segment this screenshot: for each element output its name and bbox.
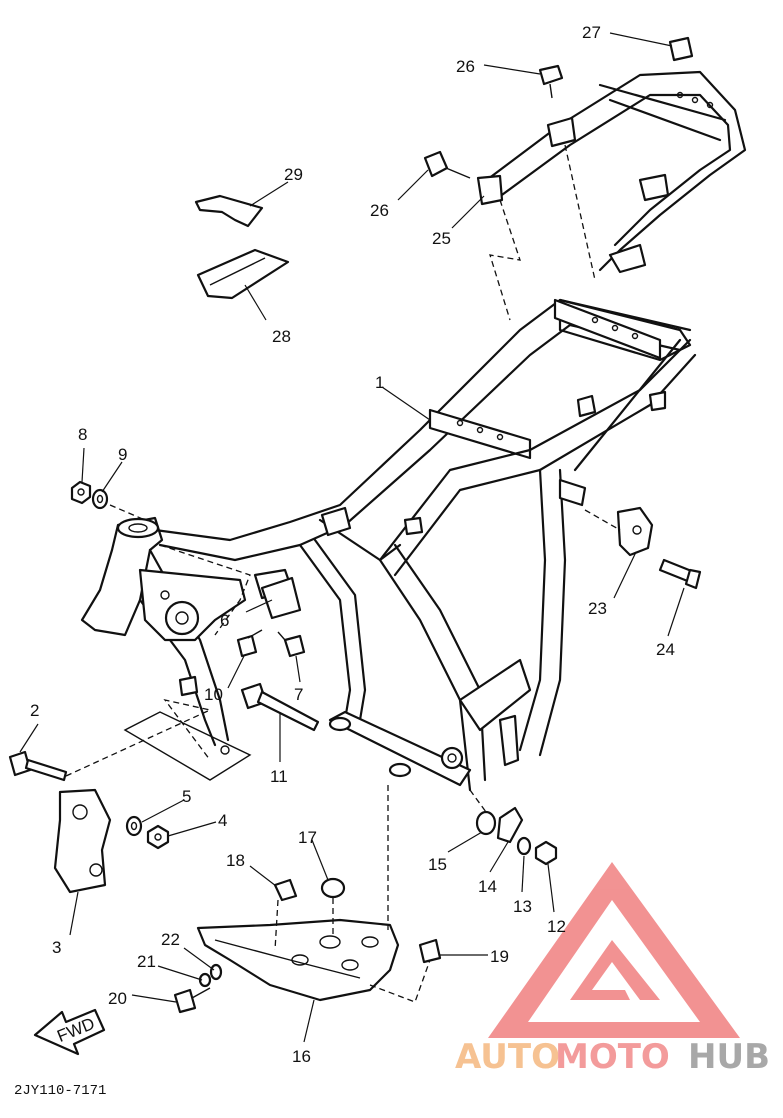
label-part-26-upper: 26 (456, 57, 475, 76)
label-part-24: 24 (656, 640, 675, 659)
bolt-11 (240, 682, 320, 732)
nut-12 (534, 840, 558, 866)
cover-28 (196, 248, 290, 300)
label-part-1: 1 (375, 373, 384, 392)
bracket-23 (616, 506, 654, 557)
leader-lines (19, 32, 685, 1043)
part-number-labels: 1 2 3 4 5 6 7 8 9 10 11 12 13 14 15 16 1… (30, 23, 675, 1066)
automotohub-logo: AUTO MOTO HUB (455, 862, 770, 1077)
drawing-code: 2JY110-7171 (14, 1083, 106, 1099)
clip-14 (496, 806, 524, 844)
label-part-4: 4 (218, 811, 227, 830)
watermark-hub: HUB (688, 1037, 770, 1077)
label-part-29: 29 (284, 165, 303, 184)
label-part-14: 14 (478, 877, 497, 896)
collar-19 (418, 938, 442, 964)
label-part-21: 21 (137, 952, 156, 971)
washer-5 (125, 815, 143, 837)
label-part-12: 12 (547, 917, 566, 936)
damper-18 (273, 878, 298, 902)
fwd-arrow-icon: FWD (33, 1008, 106, 1056)
spacer-15 (475, 810, 497, 836)
label-part-25: 25 (432, 229, 451, 248)
collar-22 (209, 963, 223, 981)
washer-13 (516, 836, 532, 856)
label-part-6: 6 (220, 611, 229, 630)
washer-9 (91, 488, 109, 510)
label-part-10: 10 (204, 685, 223, 704)
label-part-26-lower: 26 (370, 201, 389, 220)
label-part-22: 22 (161, 930, 180, 949)
rear-subframe (476, 70, 747, 274)
label-part-8: 8 (78, 425, 87, 444)
label-part-16: 16 (292, 1047, 311, 1066)
nut-4 (146, 824, 170, 850)
watermark-auto: AUTO (455, 1037, 560, 1077)
label-part-17: 17 (298, 828, 317, 847)
steering-head (80, 516, 294, 755)
label-part-3: 3 (52, 938, 61, 957)
skid-plate-16 (196, 918, 400, 1002)
bolt-2 (8, 750, 68, 782)
label-part-2: 2 (30, 701, 39, 720)
bracket-6 (260, 576, 302, 620)
label-part-23: 23 (588, 599, 607, 618)
watermark-moto: MOTO (555, 1037, 670, 1077)
label-part-5: 5 (182, 787, 191, 806)
bolt-26-upper (538, 64, 564, 99)
engine-bracket-3 (53, 788, 112, 894)
main-frame (153, 298, 697, 792)
label-part-19: 19 (490, 947, 509, 966)
label-part-28: 28 (272, 327, 291, 346)
bolt-24 (658, 558, 702, 590)
label-part-27: 27 (582, 23, 601, 42)
label-part-15: 15 (428, 855, 447, 874)
label-part-20: 20 (108, 989, 127, 1008)
label-part-13: 13 (513, 897, 532, 916)
cap-17 (320, 877, 346, 899)
label-part-18: 18 (226, 851, 245, 870)
clip-29 (194, 194, 264, 228)
label-part-7: 7 (294, 685, 303, 704)
bolt-27 (668, 36, 694, 62)
bolt-26-lower (423, 150, 471, 179)
nut-8 (70, 480, 92, 505)
washer-21 (198, 972, 212, 988)
bolt-20 (173, 987, 211, 1014)
bolt-10 (236, 629, 263, 658)
label-part-9: 9 (118, 445, 127, 464)
bolt-7 (277, 631, 306, 658)
label-part-11: 11 (270, 767, 288, 786)
